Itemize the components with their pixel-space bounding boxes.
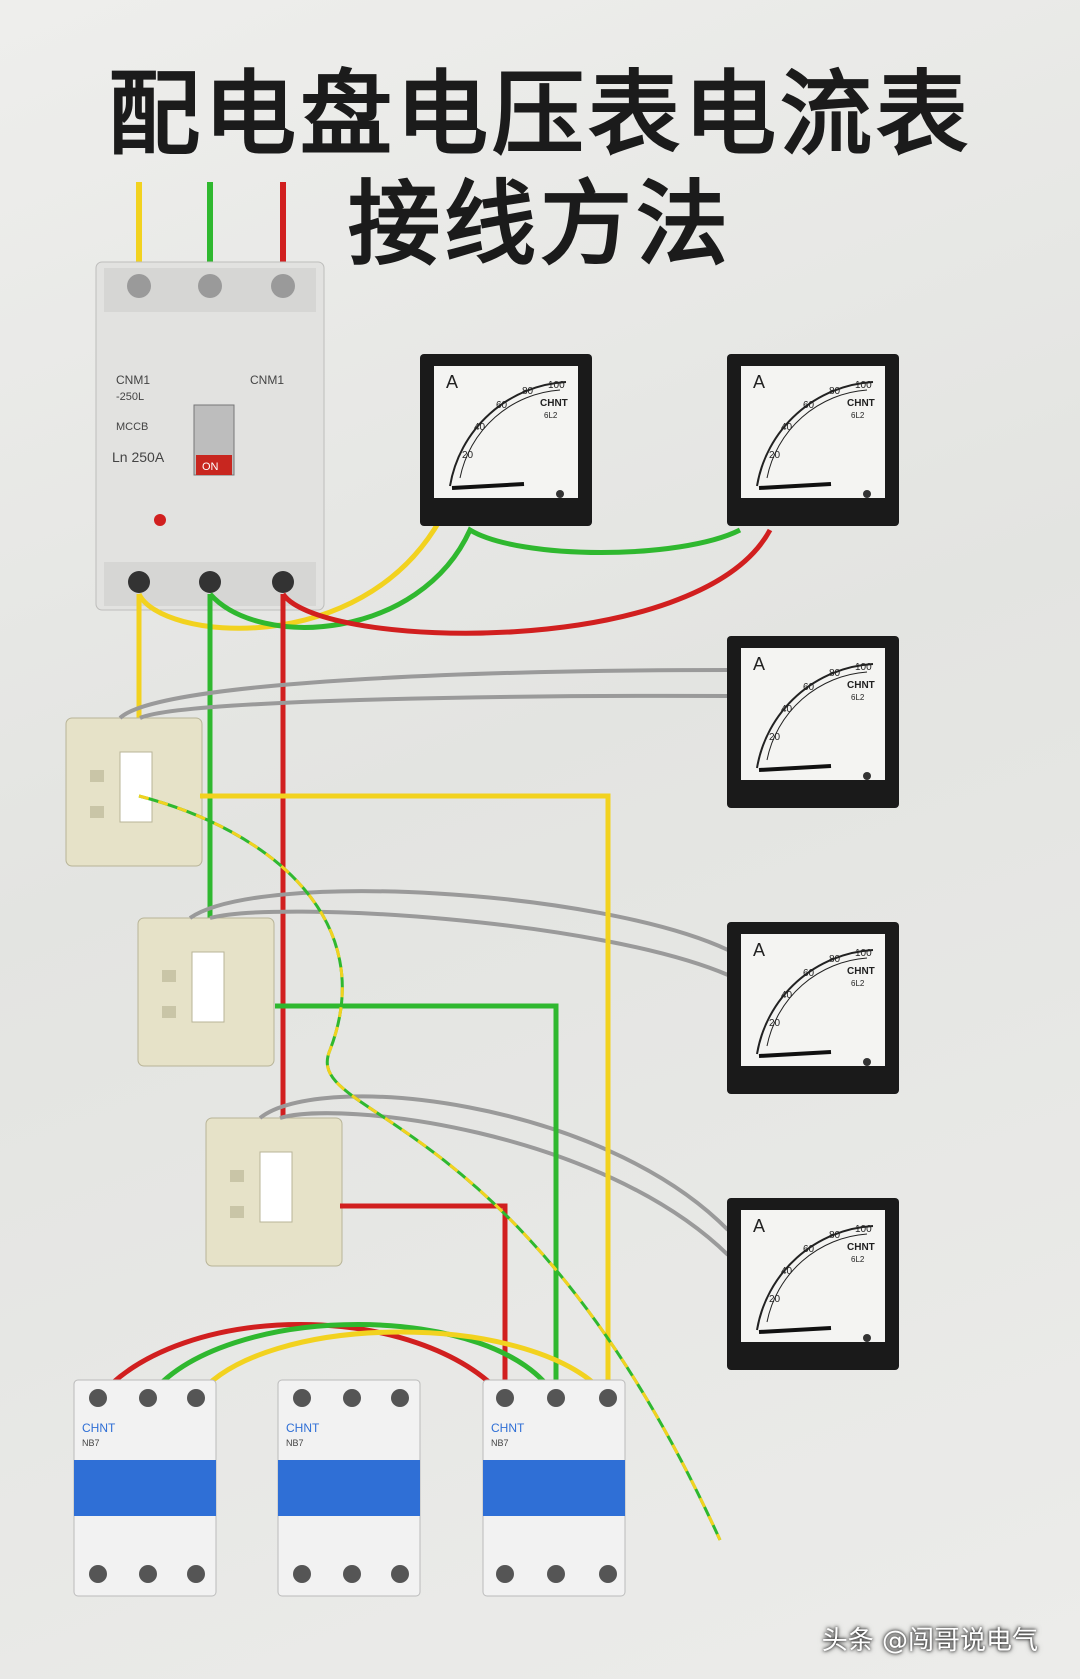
ammeter-scale-label: 20 xyxy=(769,1294,781,1305)
mcb-2 xyxy=(277,1379,421,1597)
mccb-frame: -250L xyxy=(116,391,144,403)
current-transformer-a xyxy=(65,717,203,867)
ammeter-unit: A xyxy=(753,940,765,960)
current-transformer-b xyxy=(137,917,275,1067)
title-line-2: 接线方法 xyxy=(347,171,732,278)
ammeter-scale-label: 80 xyxy=(829,1230,841,1241)
ammeter-5: A CHNT 6L2 20 40 60 80 100 xyxy=(725,1196,901,1372)
ammeter-brand: CHNT xyxy=(847,680,875,691)
ammeter-scale-label: 100 xyxy=(855,948,872,959)
mccb-type: MCCB xyxy=(116,421,148,433)
ammeter-scale-label: 40 xyxy=(781,990,793,1001)
mcb-1 xyxy=(73,1379,217,1597)
ammeter-scale-label: 100 xyxy=(855,662,872,673)
ammeter-brand: CHNT xyxy=(540,398,568,409)
ammeter-scale-label: 60 xyxy=(803,968,815,979)
ammeter-2: A CHNT 6L2 20 40 60 80 100 xyxy=(725,352,901,528)
ammeter-model: 6L2 xyxy=(851,693,865,702)
mcb-2-model: NB7 xyxy=(286,1438,304,1448)
main-breaker xyxy=(95,261,325,611)
ammeter-scale-label: 80 xyxy=(829,954,841,965)
ammeter-unit: A xyxy=(753,1216,765,1236)
mcb-3-model: NB7 xyxy=(491,1438,509,1448)
mccb-rating: Ln 250A xyxy=(112,449,165,465)
ammeter-scale-label: 60 xyxy=(803,400,815,411)
ammeter-scale-label: 40 xyxy=(474,422,486,433)
ammeter-model: 6L2 xyxy=(544,411,558,420)
ammeter-scale-label: 80 xyxy=(829,668,841,679)
watermark: 头条 @闯哥说电气 xyxy=(821,1626,1038,1656)
ammeter-model: 6L2 xyxy=(851,979,865,988)
ammeter-4: A CHNT 6L2 20 40 60 80 100 xyxy=(725,920,901,1096)
ammeter-unit: A xyxy=(753,654,765,674)
mcb-3 xyxy=(482,1379,626,1597)
ammeter-scale-label: 60 xyxy=(803,1244,815,1255)
ammeter-scale-label: 100 xyxy=(855,1224,872,1235)
ammeter-scale-label: 40 xyxy=(781,704,793,715)
title-line-1: 配电盘电压表电流表 xyxy=(107,61,972,168)
current-transformer-c xyxy=(205,1117,343,1267)
mccb-model: CNM1 xyxy=(116,373,150,387)
ammeter-brand: CHNT xyxy=(847,398,875,409)
ammeter-scale-label: 100 xyxy=(855,380,872,391)
ammeter-scale-label: 60 xyxy=(496,400,508,411)
mccb-model-2: CNM1 xyxy=(250,373,284,387)
mcb-3-brand: CHNT xyxy=(491,1421,525,1435)
mcb-1-model: NB7 xyxy=(82,1438,100,1448)
ammeter-scale-label: 80 xyxy=(522,386,534,397)
ammeter-unit: A xyxy=(446,372,458,392)
ammeter-scale-label: 20 xyxy=(769,1018,781,1029)
ammeter-unit: A xyxy=(753,372,765,392)
mcb-2-brand: CHNT xyxy=(286,1421,320,1435)
ammeter-3: A CHNT 6L2 20 40 60 80 100 xyxy=(725,634,901,810)
ammeter-1: A CHNT 6L2 20 40 60 80 100 xyxy=(418,352,594,528)
ammeter-scale-label: 20 xyxy=(462,450,474,461)
ammeter-scale-label: 20 xyxy=(769,450,781,461)
ammeter-brand: CHNT xyxy=(847,966,875,977)
ammeter-scale-label: 20 xyxy=(769,732,781,743)
ammeter-scale-label: 100 xyxy=(548,380,565,391)
ammeter-model: 6L2 xyxy=(851,1255,865,1264)
ammeter-scale-label: 40 xyxy=(781,1266,793,1277)
ammeter-model: 6L2 xyxy=(851,411,865,420)
mccb-on-label: ON xyxy=(202,461,219,473)
ammeter-scale-label: 40 xyxy=(781,422,793,433)
ammeter-scale-label: 60 xyxy=(803,682,815,693)
ammeter-scale-label: 80 xyxy=(829,386,841,397)
ammeter-brand: CHNT xyxy=(847,1242,875,1253)
mcb-1-brand: CHNT xyxy=(82,1421,116,1435)
